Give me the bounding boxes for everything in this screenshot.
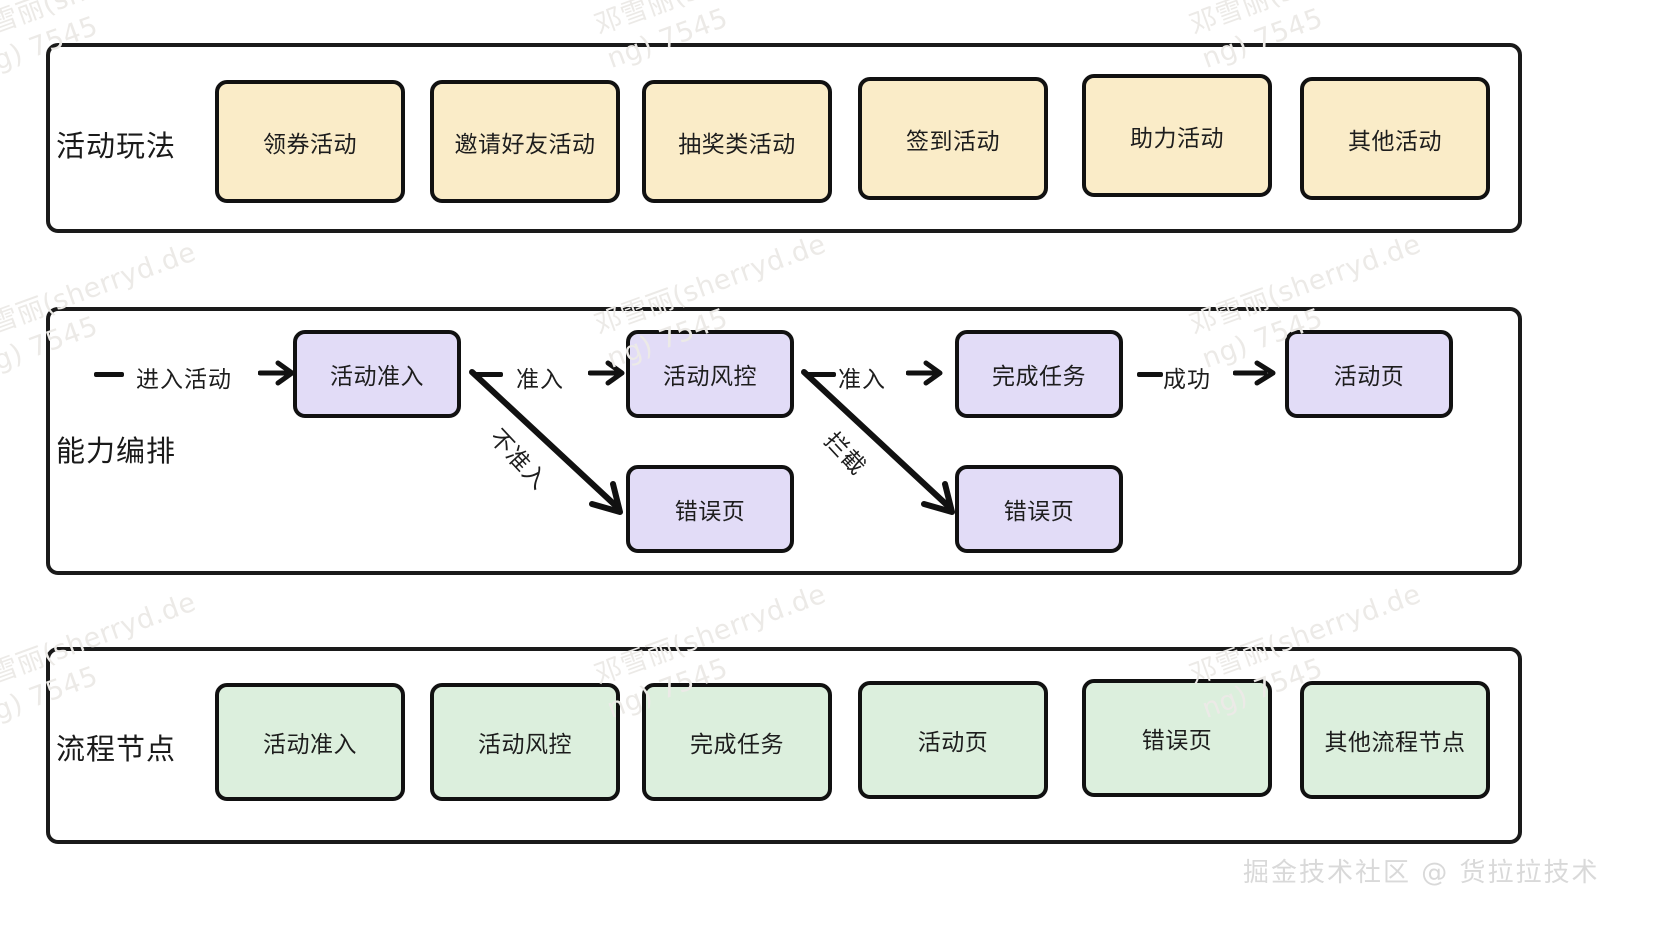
node-label: 活动页 — [1333, 364, 1405, 390]
play-item-0[interactable]: 领券活动 — [215, 80, 405, 203]
branch3-dash — [1137, 372, 1163, 377]
play-item-3[interactable]: 签到活动 — [858, 77, 1048, 200]
play-item-1[interactable]: 邀请好友活动 — [430, 80, 620, 203]
node-label: 助力活动 — [1130, 125, 1224, 152]
credit-watermark: 掘金技术社区 @ 货拉拉技术 — [1243, 858, 1600, 888]
branch1-dash — [473, 372, 503, 377]
entry-dash — [94, 372, 124, 377]
arrow-task-to-page — [1233, 360, 1276, 386]
section-label-play: 活动玩法 — [56, 129, 177, 163]
play-item-2[interactable]: 抽奖类活动 — [642, 80, 832, 203]
branch2-dash — [806, 372, 836, 377]
orch-node-risk[interactable]: 活动风控 — [626, 330, 794, 418]
node-label: 错误页 — [674, 499, 746, 525]
play-item-5[interactable]: 其他活动 — [1300, 77, 1490, 200]
watermark-line1: 邓雪丽(sherryd.de — [590, 0, 831, 44]
orch-node-error-1[interactable]: 错误页 — [626, 465, 794, 553]
play-item-4[interactable]: 助力活动 — [1082, 74, 1272, 197]
watermark-line1: 邓雪丽(sherryd.de — [1185, 0, 1426, 44]
flow-item-3[interactable]: 活动页 — [858, 681, 1048, 799]
node-label: 签到活动 — [906, 128, 1000, 155]
edge-label-allow-1: 准入 — [516, 367, 564, 393]
arrow-enter-to-access — [258, 360, 295, 386]
flow-item-2[interactable]: 完成任务 — [642, 683, 832, 801]
orch-node-activity-page[interactable]: 活动页 — [1285, 330, 1453, 418]
node-label: 活动页 — [917, 730, 989, 756]
flow-item-4[interactable]: 错误页 — [1082, 679, 1272, 797]
node-label: 完成任务 — [992, 364, 1086, 390]
node-label: 错误页 — [1141, 728, 1213, 754]
flow-item-0[interactable]: 活动准入 — [215, 683, 405, 801]
node-label: 活动准入 — [263, 732, 357, 758]
arrow-risk-to-task — [906, 360, 943, 386]
node-label: 活动风控 — [478, 732, 572, 758]
section-label-orchestration: 能力编排 — [56, 434, 177, 468]
flow-item-5[interactable]: 其他流程节点 — [1300, 681, 1490, 799]
node-label: 活动风控 — [663, 364, 757, 390]
orch-node-access[interactable]: 活动准入 — [293, 330, 461, 418]
node-label: 抽奖类活动 — [678, 131, 796, 158]
edge-label-success: 成功 — [1163, 367, 1211, 393]
node-label: 错误页 — [1003, 499, 1075, 525]
node-label: 完成任务 — [690, 732, 784, 758]
orch-node-task[interactable]: 完成任务 — [955, 330, 1123, 418]
node-label: 领券活动 — [263, 131, 357, 158]
flow-item-1[interactable]: 活动风控 — [430, 683, 620, 801]
node-label: 其他活动 — [1348, 128, 1442, 155]
arrow-access-to-error-1 — [469, 369, 623, 515]
section-label-flow: 流程节点 — [56, 732, 177, 766]
node-label: 活动准入 — [330, 364, 424, 390]
node-label: 邀请好友活动 — [454, 131, 596, 158]
arrow-access-to-risk — [588, 360, 625, 386]
arrow-risk-to-error-2 — [801, 369, 955, 515]
orch-node-error-2[interactable]: 错误页 — [955, 465, 1123, 553]
edge-label-allow-2: 准入 — [838, 367, 886, 393]
edge-label-enter: 进入活动 — [136, 367, 232, 393]
node-label: 其他流程节点 — [1324, 730, 1466, 756]
